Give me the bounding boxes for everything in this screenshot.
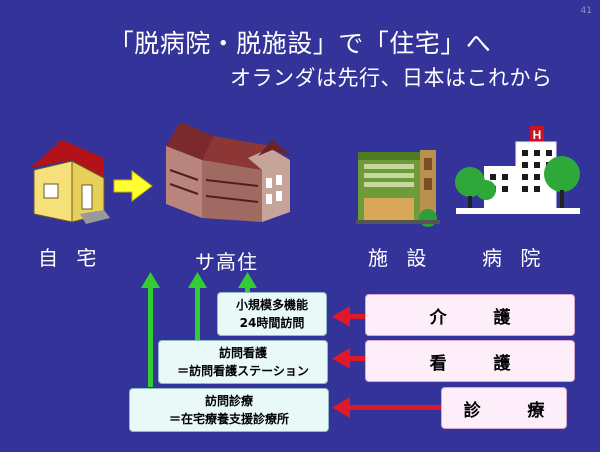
category-facility: 施 設 <box>368 246 433 270</box>
up-arrow-icon <box>188 272 207 340</box>
provider-care-box: 介 護 <box>365 294 575 336</box>
hospital-icon: H <box>455 126 580 214</box>
slide-number: 41 <box>580 6 592 16</box>
provider-medical-box: 診 療 <box>441 387 567 429</box>
svg-text:H: H <box>533 128 542 142</box>
service-home-nursing-line1: 訪問看護 <box>218 346 267 360</box>
category-home: 自 宅 <box>38 246 103 270</box>
provider-nursing-box: 看 護 <box>365 340 575 382</box>
service-small-multi-line2: 24時間訪問 <box>239 316 305 330</box>
left-arrow-icon <box>332 348 366 369</box>
up-arrow-icon <box>238 272 257 292</box>
service-home-nursing-line2: ＝訪問看護ステーション <box>177 364 309 378</box>
service-housing-icon <box>166 122 292 222</box>
slide-title: 「脱病院・脱施設」で「住宅」へ <box>108 29 492 58</box>
facility-icon <box>356 150 440 227</box>
service-small-multi-line1: 小規模多機能 <box>235 298 308 312</box>
house-icon <box>30 140 110 224</box>
category-service-housing: サ高住 <box>195 250 258 274</box>
service-home-nursing-box: 訪問看護 ＝訪問看護ステーション <box>158 340 328 384</box>
service-small-multi-box: 小規模多機能 24時間訪問 <box>217 292 327 336</box>
service-home-medical-line1: 訪問診療 <box>204 394 253 408</box>
service-home-medical-box: 訪問診療 ＝在宅療養支援診療所 <box>129 388 329 432</box>
category-hospital: 病 院 <box>482 246 547 270</box>
up-arrow-icon <box>141 272 160 387</box>
left-arrow-icon <box>332 397 441 418</box>
left-arrow-icon <box>332 306 366 327</box>
right-arrow-icon <box>113 170 153 202</box>
service-home-medical-line2: ＝在宅療養支援診療所 <box>168 412 289 426</box>
slide-subtitle: オランダは先行、日本はこれから <box>230 66 553 90</box>
